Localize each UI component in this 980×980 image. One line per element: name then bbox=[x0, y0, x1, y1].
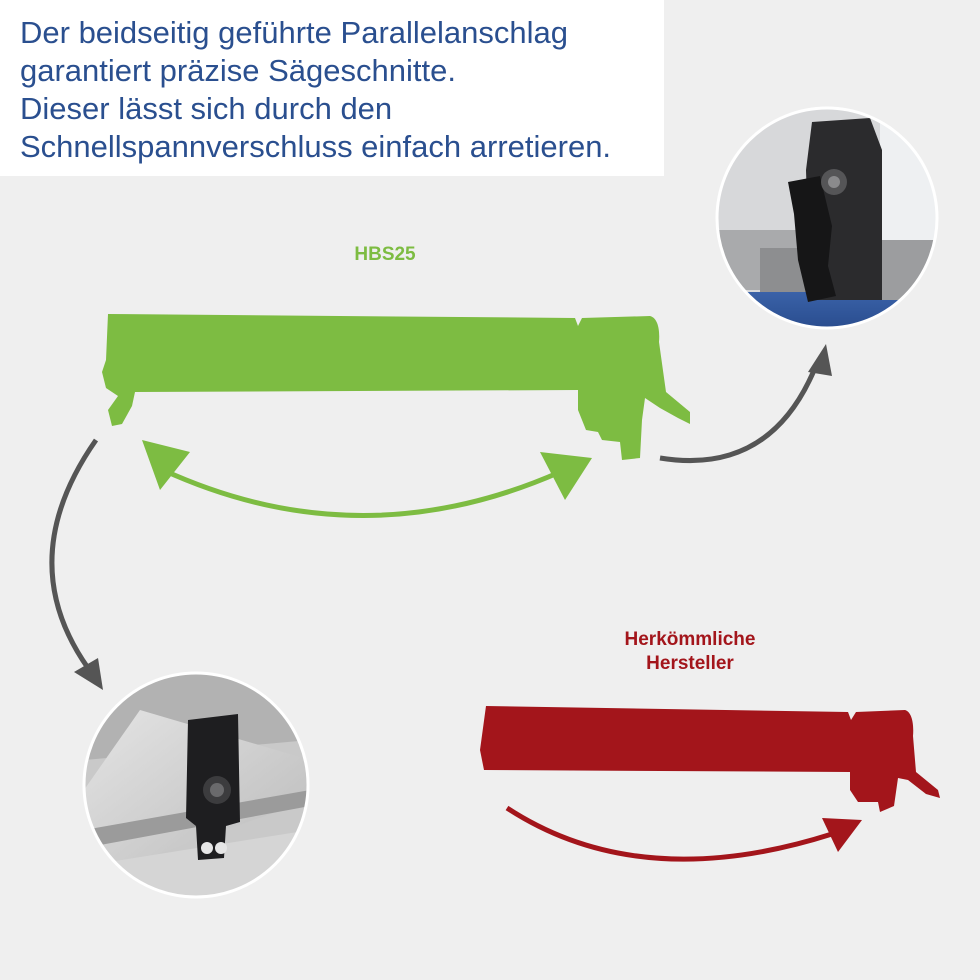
headline-line-3: Dieser lässt sich durch den bbox=[20, 91, 393, 126]
gray-arrow-to-clamp-icon bbox=[659, 344, 832, 464]
hbs25-label: HBS25 bbox=[354, 244, 416, 265]
conventional-label-line-2: Hersteller bbox=[646, 653, 734, 674]
headline-line-2: garantiert präzise Sägeschnitte. bbox=[20, 53, 456, 88]
green-double-arrow-icon bbox=[142, 440, 592, 518]
headline-box: Der beidseitig geführte Parallelanschlag… bbox=[0, 0, 664, 176]
conventional-label: Herkömmliche Hersteller bbox=[600, 628, 780, 676]
red-fence-icon bbox=[480, 706, 940, 812]
rear-guide-clamp-photo bbox=[82, 671, 310, 899]
green-fence-icon bbox=[102, 314, 690, 460]
headline-line-1: Der beidseitig geführte Parallelanschlag bbox=[20, 15, 568, 50]
quick-clamp-lever-photo bbox=[715, 106, 939, 330]
red-arrow-icon bbox=[505, 805, 862, 862]
conventional-label-line-1: Herkömmliche bbox=[624, 629, 756, 650]
gray-arrow-to-guide-icon bbox=[49, 438, 103, 690]
headline-line-4: Schnellspannverschluss einfach arretiere… bbox=[20, 129, 612, 164]
